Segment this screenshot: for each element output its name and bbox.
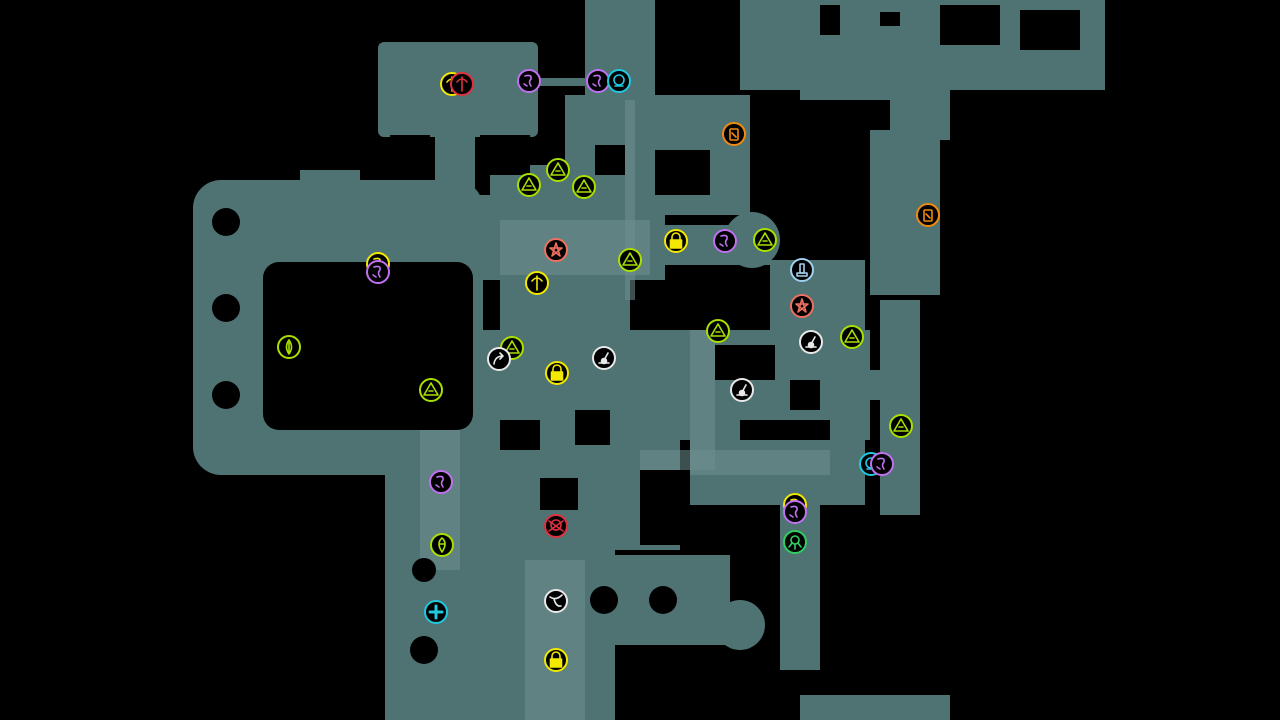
totem-icon[interactable] (525, 271, 549, 295)
lock-icon[interactable] (544, 648, 568, 672)
exit-arrow-icon[interactable] (487, 347, 511, 371)
health-cross-icon[interactable] (424, 600, 448, 624)
map-walls (212, 5, 1080, 664)
rune-icon[interactable] (366, 260, 390, 284)
rune-icon[interactable] (870, 452, 894, 476)
lock-icon[interactable] (545, 361, 569, 385)
warning-triangle-icon[interactable] (889, 414, 913, 438)
warning-triangle-icon[interactable] (546, 158, 570, 182)
armor-icon[interactable] (607, 69, 631, 93)
bird-icon[interactable] (544, 589, 568, 613)
crawler-icon[interactable] (783, 530, 807, 554)
warning-triangle-icon[interactable] (840, 325, 864, 349)
pentagram-icon[interactable] (790, 294, 814, 318)
feather-icon[interactable] (277, 335, 301, 359)
rune-icon[interactable] (517, 69, 541, 93)
lever-icon[interactable] (730, 378, 754, 402)
statue-icon[interactable] (790, 258, 814, 282)
rune-icon[interactable] (713, 229, 737, 253)
warning-triangle-icon[interactable] (706, 319, 730, 343)
demon-mask-icon[interactable] (430, 533, 454, 557)
fuel-can-icon[interactable] (916, 203, 940, 227)
rune-icon[interactable] (783, 500, 807, 524)
warning-triangle-icon[interactable] (419, 378, 443, 402)
lock-icon[interactable] (664, 229, 688, 253)
skull-icon[interactable] (544, 514, 568, 538)
pentagram-icon[interactable] (544, 238, 568, 262)
rune-icon[interactable] (586, 69, 610, 93)
rune-icon[interactable] (429, 470, 453, 494)
lever-icon[interactable] (592, 346, 616, 370)
totem-icon[interactable] (450, 72, 474, 96)
warning-triangle-icon[interactable] (517, 173, 541, 197)
warning-triangle-icon[interactable] (572, 175, 596, 199)
warning-triangle-icon[interactable] (753, 228, 777, 252)
lever-icon[interactable] (799, 330, 823, 354)
marker-layer (277, 69, 940, 672)
warning-triangle-icon[interactable] (618, 248, 642, 272)
fuel-can-icon[interactable] (722, 122, 746, 146)
